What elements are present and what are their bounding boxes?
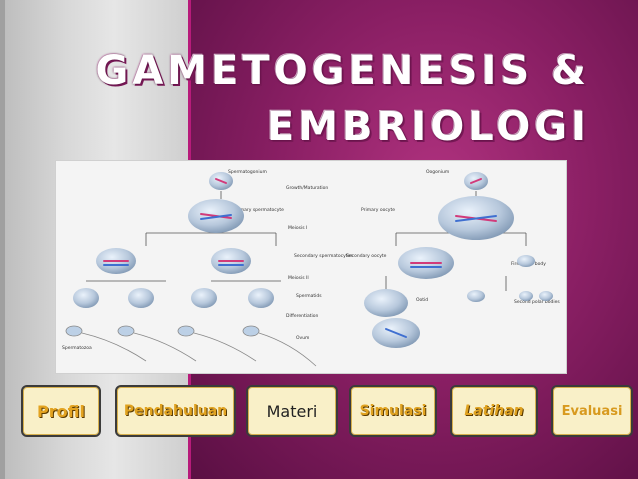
nav-latihan-button[interactable]: Latihan [450,385,538,437]
label-secondary-spermatocytes: Secondary spermatocytes [294,253,353,259]
label-second-polar-bodies: Second polar bodies [514,299,560,305]
label-spermatozoa: Spermatozoa [62,345,92,351]
gametogenesis-diagram: Spermatogonium Oogonium Growth/Maturatio… [55,160,567,374]
label-meiosis2: Meiosis II [288,275,309,281]
label-spermatids: Spermatids [296,293,322,299]
cells [73,172,553,348]
label-meiosis1: Meiosis I [288,225,307,231]
nav-simulasi-label: Simulasi [359,403,427,419]
left-accent-bar [0,0,5,479]
nav-profil-button[interactable]: Profil [21,385,101,437]
nav-pendahuluan-label: Pendahuluan [123,403,228,419]
label-ootid: Ootid [416,297,428,303]
page-title-line-2: EMBRIOLOGI [266,104,590,150]
label-primary-oocyte: Primary oocyte [361,207,395,213]
label-growth: Growth/Maturation [286,185,328,191]
nav-profil-label: Profil [37,401,85,421]
sperm-tails [65,325,317,367]
label-ovum: Ovum [296,335,309,341]
label-primary-spermatocyte: Primary spermatocyte [234,207,284,213]
nav-evaluasi-button[interactable]: Evaluasi [551,385,633,437]
label-oogonium: Oogonium [426,169,449,175]
label-differentiation: Differentiation [286,313,318,319]
nav-materi-label: Materi [266,401,318,421]
nav-evaluasi-label: Evaluasi [561,403,623,419]
label-spermatogonium: Spermatogonium [228,169,267,175]
nav-simulasi-button[interactable]: Simulasi [349,385,437,437]
nav-pendahuluan-button[interactable]: Pendahuluan [115,385,236,437]
nav-latihan-label: Latihan [464,403,524,419]
page-title-line-1: GAMETOGENESIS & [95,48,590,94]
diagram-svg: Spermatogonium Oogonium Growth/Maturatio… [62,169,560,367]
nav-materi-button[interactable]: Materi [246,385,338,437]
label-secondary-oocyte: Secondary oocyte [346,253,387,259]
